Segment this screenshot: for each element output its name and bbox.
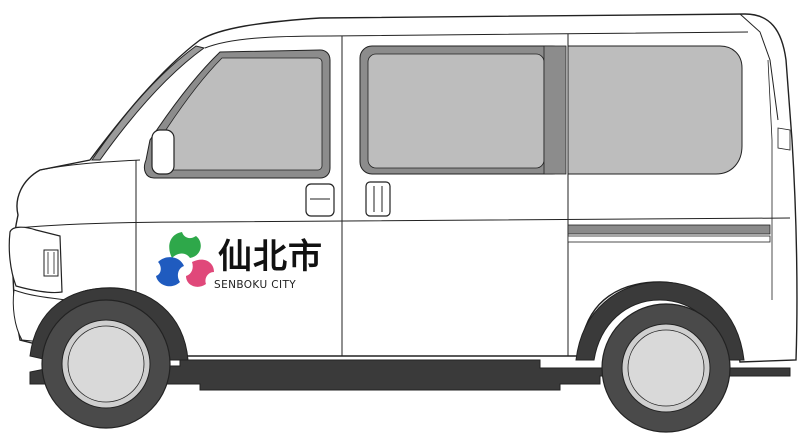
front-marker: [43, 249, 59, 277]
rear-wheel-arch: [575, 281, 745, 361]
side-mirror: [151, 129, 175, 175]
roof-line: [204, 31, 749, 49]
hood-line: [39, 159, 141, 171]
rear-lamp: [777, 127, 791, 151]
logo-pink-leaf: [186, 259, 214, 287]
window-divider: [543, 45, 567, 175]
belt-line: [17, 217, 791, 229]
rear-wheel: [601, 303, 731, 433]
logo-english: SENBOKU CITY: [214, 279, 296, 291]
middle-window-glass: [367, 53, 545, 169]
rear-window-glass: [567, 45, 743, 175]
front-wheel: [41, 299, 171, 429]
rear-edge-line: [767, 59, 773, 300]
logo-green-leaf: [169, 232, 201, 258]
side-stripe-lower: [567, 235, 771, 243]
side-stripe: [567, 224, 771, 235]
logo-kanji: 仙北市: [218, 237, 323, 277]
logo-blue-leaf: [156, 257, 184, 287]
a-pillar: [91, 45, 206, 161]
front-door-handle: [305, 183, 335, 217]
senboku-logo-mark: [156, 232, 214, 287]
roof-rear-edge: [739, 13, 779, 121]
sliding-door-handle: [365, 181, 391, 217]
